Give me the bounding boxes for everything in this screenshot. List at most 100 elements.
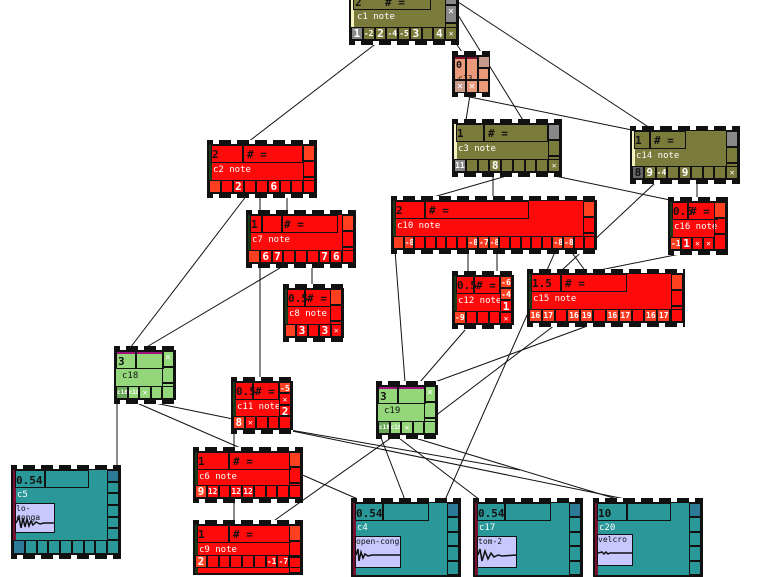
- node-c19[interactable]: 3 c19 ✕ c18 c18 ✕: [376, 381, 438, 439]
- step[interactable]: [499, 236, 510, 249]
- step[interactable]: [248, 250, 260, 263]
- step[interactable]: [306, 250, 319, 263]
- step[interactable]: [501, 159, 513, 172]
- step[interactable]: [265, 485, 278, 498]
- step[interactable]: [465, 311, 477, 324]
- step[interactable]: 2: [232, 180, 245, 193]
- step[interactable]: [220, 180, 233, 193]
- step[interactable]: -5: [398, 27, 410, 40]
- mute-icon[interactable]: ✕: [330, 324, 343, 337]
- step[interactable]: [714, 166, 727, 179]
- step[interactable]: [95, 540, 108, 554]
- step[interactable]: 6: [267, 180, 280, 193]
- side-step[interactable]: 1: [500, 300, 512, 312]
- step[interactable]: 16: [644, 309, 658, 322]
- step[interactable]: -8: [488, 236, 500, 249]
- step[interactable]: 17: [618, 309, 632, 322]
- close-icon[interactable]: ✕: [424, 386, 436, 402]
- step[interactable]: [477, 159, 490, 172]
- step[interactable]: [244, 180, 257, 193]
- step[interactable]: 9: [195, 485, 207, 498]
- step[interactable]: [424, 236, 436, 249]
- step[interactable]: [584, 236, 595, 249]
- step[interactable]: 6: [259, 250, 272, 263]
- node-c11[interactable]: 0.5 # = c11 note -5 ✕ 2 8 ✕: [231, 377, 293, 434]
- close-icon[interactable]: ✕: [454, 80, 466, 93]
- step[interactable]: 1: [681, 237, 692, 250]
- step[interactable]: -8: [467, 236, 478, 249]
- step[interactable]: [456, 236, 468, 249]
- step[interactable]: -8: [552, 236, 563, 249]
- step[interactable]: [289, 485, 302, 498]
- step[interactable]: [24, 540, 37, 554]
- step[interactable]: [253, 555, 266, 568]
- step[interactable]: [218, 485, 231, 498]
- step[interactable]: [421, 27, 434, 40]
- step[interactable]: 8: [233, 416, 245, 429]
- close-icon[interactable]: ✕: [466, 80, 478, 93]
- step[interactable]: [631, 309, 645, 322]
- step[interactable]: 16: [567, 309, 581, 322]
- step[interactable]: -4: [386, 27, 399, 40]
- step[interactable]: [279, 416, 291, 429]
- step[interactable]: [593, 309, 606, 322]
- step[interactable]: [71, 540, 84, 554]
- node-c7[interactable]: 1 # = c7 note 6 7 7 6: [246, 210, 356, 268]
- step[interactable]: [307, 324, 320, 337]
- step[interactable]: [554, 309, 568, 322]
- step[interactable]: 16: [529, 309, 542, 322]
- node-c13[interactable]: 0 c13 ✕ ✕: [452, 51, 490, 97]
- step[interactable]: [435, 236, 447, 249]
- step[interactable]: [206, 555, 219, 568]
- close-icon[interactable]: ✕: [162, 351, 174, 367]
- step[interactable]: [520, 236, 532, 249]
- step[interactable]: [512, 159, 525, 172]
- step[interactable]: [524, 159, 537, 172]
- step[interactable]: 12: [230, 485, 243, 498]
- step[interactable]: [295, 250, 307, 263]
- step[interactable]: -8: [563, 236, 574, 249]
- step[interactable]: -1: [670, 237, 681, 250]
- node-c16[interactable]: 0.5 # = c16 note -1 1 ✕ ✕: [668, 197, 728, 255]
- step[interactable]: [83, 540, 96, 554]
- step[interactable]: 1: [351, 27, 363, 40]
- step[interactable]: [48, 540, 61, 554]
- step[interactable]: 3: [409, 27, 422, 40]
- step[interactable]: [279, 180, 292, 193]
- node-c5[interactable]: 0.54 c5 lo-conga: [11, 465, 121, 559]
- step[interactable]: 8: [489, 159, 502, 172]
- step[interactable]: -8: [403, 236, 415, 249]
- node-c4[interactable]: 0.54 c4 open-cong: [351, 498, 461, 577]
- node-c6[interactable]: 1 # = c6 note 9 12 12 12: [193, 447, 303, 503]
- step[interactable]: 8: [632, 166, 644, 179]
- step[interactable]: [342, 250, 355, 263]
- step[interactable]: [107, 540, 120, 554]
- step[interactable]: [60, 540, 72, 554]
- mute-icon[interactable]: ✕: [445, 27, 458, 40]
- waveform-preview[interactable]: tom-2: [477, 536, 517, 568]
- step[interactable]: [267, 416, 280, 429]
- step[interactable]: 12: [242, 485, 254, 498]
- mute-icon[interactable]: ✕: [244, 416, 257, 429]
- step[interactable]: 7: [318, 250, 331, 263]
- step[interactable]: [13, 540, 25, 554]
- side-step[interactable]: -6: [500, 276, 512, 288]
- step[interactable]: -7: [478, 236, 489, 249]
- side-step[interactable]: -5: [279, 382, 291, 394]
- step[interactable]: [291, 180, 304, 193]
- step[interactable]: 9: [679, 166, 691, 179]
- mute-icon[interactable]: ✕: [692, 237, 703, 250]
- mute-icon[interactable]: ✕: [726, 166, 739, 179]
- node-c9[interactable]: 1 # = c9 note 2 -1 -7: [193, 520, 303, 575]
- step[interactable]: [209, 180, 221, 193]
- step[interactable]: [531, 236, 542, 249]
- step[interactable]: [303, 180, 316, 193]
- step[interactable]: [162, 386, 174, 399]
- node-c3[interactable]: 1 # = c3 note 11 8 ✕: [452, 119, 562, 177]
- step[interactable]: [256, 416, 268, 429]
- step[interactable]: [536, 159, 549, 172]
- step[interactable]: [488, 311, 500, 324]
- step[interactable]: [218, 555, 231, 568]
- mute-icon[interactable]: ✕: [500, 312, 512, 324]
- step[interactable]: -7: [277, 555, 290, 568]
